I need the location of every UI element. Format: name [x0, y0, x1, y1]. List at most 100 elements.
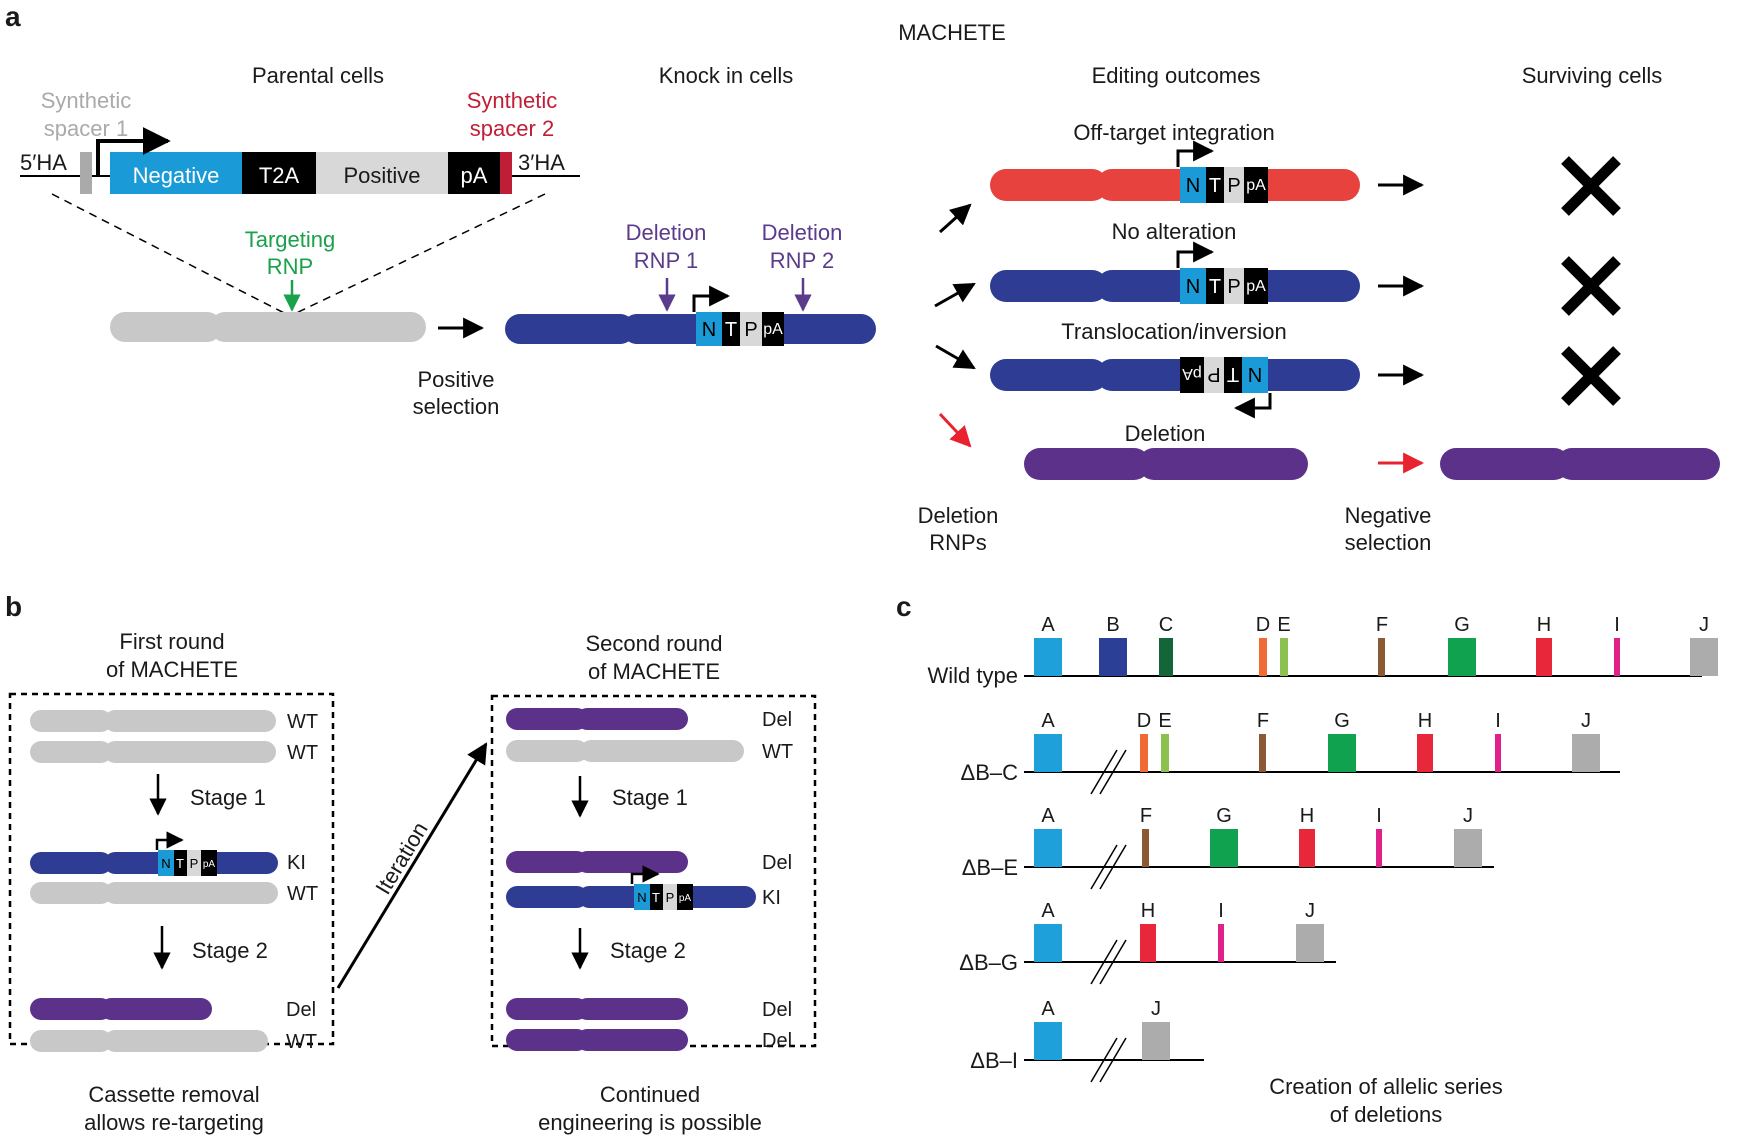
b1-wt-chrom-4 — [30, 1030, 268, 1052]
gene-label: J — [1305, 900, 1315, 922]
pa-label: pA — [461, 163, 488, 188]
synthetic-spacer-1-line1: Synthetic — [41, 88, 132, 113]
pa-block — [448, 152, 500, 194]
panel-c-caption-line2: of deletions — [1330, 1102, 1443, 1127]
b2-stage2-label: Stage 2 — [610, 938, 686, 963]
gene-D — [1259, 638, 1267, 676]
row-wild-type: Wild type A B C D E F G H I J — [928, 614, 1718, 688]
surviving-chromosome — [1440, 448, 1720, 480]
surviving-cells-heading: Surviving cells — [1522, 63, 1663, 88]
synthetic-spacer-2-line1: Synthetic — [467, 88, 558, 113]
break-icon — [1090, 844, 1127, 890]
b1-ki-label: KI — [287, 852, 306, 874]
cross-icon-1 — [1561, 156, 1621, 216]
svg-text:P: P — [190, 856, 199, 871]
targeting-rnp-line1: Targeting — [245, 227, 336, 252]
b2-del-chrom-2 — [506, 851, 688, 873]
panel-a-letter: a — [5, 1, 21, 32]
branch-arrow-2-icon — [934, 282, 976, 308]
synthetic-spacer-2-block — [500, 152, 512, 194]
b1-stage2-label: Stage 2 — [192, 938, 268, 963]
gene-label: J — [1581, 710, 1591, 732]
gene-label: H — [1537, 614, 1551, 636]
gene-F — [1378, 638, 1385, 676]
row-delta-b-c: ΔB–C A D E F G H I J — [961, 710, 1620, 795]
promoter-arrow-icon — [96, 127, 171, 176]
synthetic-spacer-1-block — [80, 152, 92, 194]
deletion-rnps-line1: Deletion — [918, 503, 999, 528]
gene-D — [1140, 734, 1148, 772]
b2-del-chrom-1 — [506, 708, 688, 730]
cross-icon-2 — [1561, 256, 1621, 316]
gene-C — [1159, 638, 1173, 676]
panel-c-letter: c — [896, 591, 912, 622]
branch-arrow-3-icon — [935, 344, 976, 370]
row-delta-b-e: ΔB–E A F G H I J — [962, 805, 1494, 890]
negative-selection-line2: selection — [1345, 530, 1432, 555]
ha3-label: 3′HA — [518, 150, 565, 175]
caption-right-line2: engineering is possible — [538, 1110, 762, 1135]
b2-del-label-4: Del — [762, 1030, 792, 1052]
panel-c: c Wild type A B C D E F G H I J — [896, 591, 1718, 1127]
deletion-rnp-1-line2: RNP 1 — [634, 248, 698, 273]
b2-del-label-2: Del — [762, 852, 792, 874]
gene-J — [1142, 1022, 1170, 1060]
row-label: ΔB–I — [970, 1048, 1018, 1073]
svg-text:pA: pA — [1246, 177, 1266, 194]
gene-A — [1034, 734, 1062, 772]
svg-text:N: N — [702, 319, 716, 341]
gene-label: D — [1137, 710, 1151, 732]
svg-text:T: T — [1209, 175, 1221, 197]
b1-del-chrom — [30, 998, 212, 1020]
b1-wt-chrom-2 — [30, 741, 276, 763]
positive-selection-line1: Positive — [417, 367, 494, 392]
row-label: ΔB–E — [962, 855, 1018, 880]
b2-del-label-1: Del — [762, 709, 792, 731]
svg-text:N: N — [1186, 276, 1200, 298]
gene-label: D — [1256, 614, 1270, 636]
off-target-label: Off-target integration — [1073, 120, 1274, 145]
gene-label: B — [1106, 614, 1119, 636]
gene-label: A — [1041, 900, 1055, 922]
gene-label: A — [1041, 614, 1055, 636]
gene-label: I — [1376, 805, 1382, 827]
svg-text:P: P — [744, 319, 757, 341]
parental-chromosome — [110, 312, 426, 342]
gene-J — [1690, 638, 1718, 676]
second-round-line1: Second round — [586, 631, 723, 656]
svg-text:T: T — [1209, 276, 1221, 298]
svg-text:pA: pA — [203, 859, 216, 870]
gene-label: I — [1614, 614, 1620, 636]
gene-label: H — [1418, 710, 1432, 732]
gene-label: J — [1151, 998, 1161, 1020]
gene-label: I — [1218, 900, 1224, 922]
gene-A — [1034, 924, 1062, 962]
svg-text:pA: pA — [763, 321, 783, 338]
caption-right-line1: Continued — [600, 1082, 700, 1107]
b1-stage1-label: Stage 1 — [190, 785, 266, 810]
first-round-line2: of MACHETE — [106, 657, 238, 682]
gene-J — [1296, 924, 1324, 962]
break-icon — [1090, 749, 1127, 795]
no-alteration-chromosome: N T P pA — [990, 241, 1360, 304]
b2-wt-chrom-1 — [506, 740, 744, 762]
deletion-rnp-1-line1: Deletion — [626, 220, 707, 245]
svg-text:pA: pA — [1246, 278, 1266, 295]
gene-label: A — [1041, 805, 1055, 827]
gene-label: G — [1216, 805, 1232, 827]
gene-A — [1034, 1022, 1062, 1060]
iteration-arrow-icon — [336, 742, 488, 989]
b2-stage1-label: Stage 1 — [612, 785, 688, 810]
no-alteration-label: No alteration — [1112, 219, 1237, 244]
gene-I — [1614, 638, 1620, 676]
panel-b: b First round of MACHETE WT WT Stage 1 N… — [5, 591, 817, 1135]
panel-c-caption-line1: Creation of allelic series — [1269, 1074, 1503, 1099]
gene-G — [1448, 638, 1476, 676]
gene-F — [1259, 734, 1266, 772]
zoom-line-left — [51, 193, 291, 317]
positive-block — [316, 152, 448, 194]
positive-selection-line2: selection — [413, 394, 500, 419]
cross-icon-3 — [1561, 346, 1621, 406]
gene-H — [1536, 638, 1552, 676]
